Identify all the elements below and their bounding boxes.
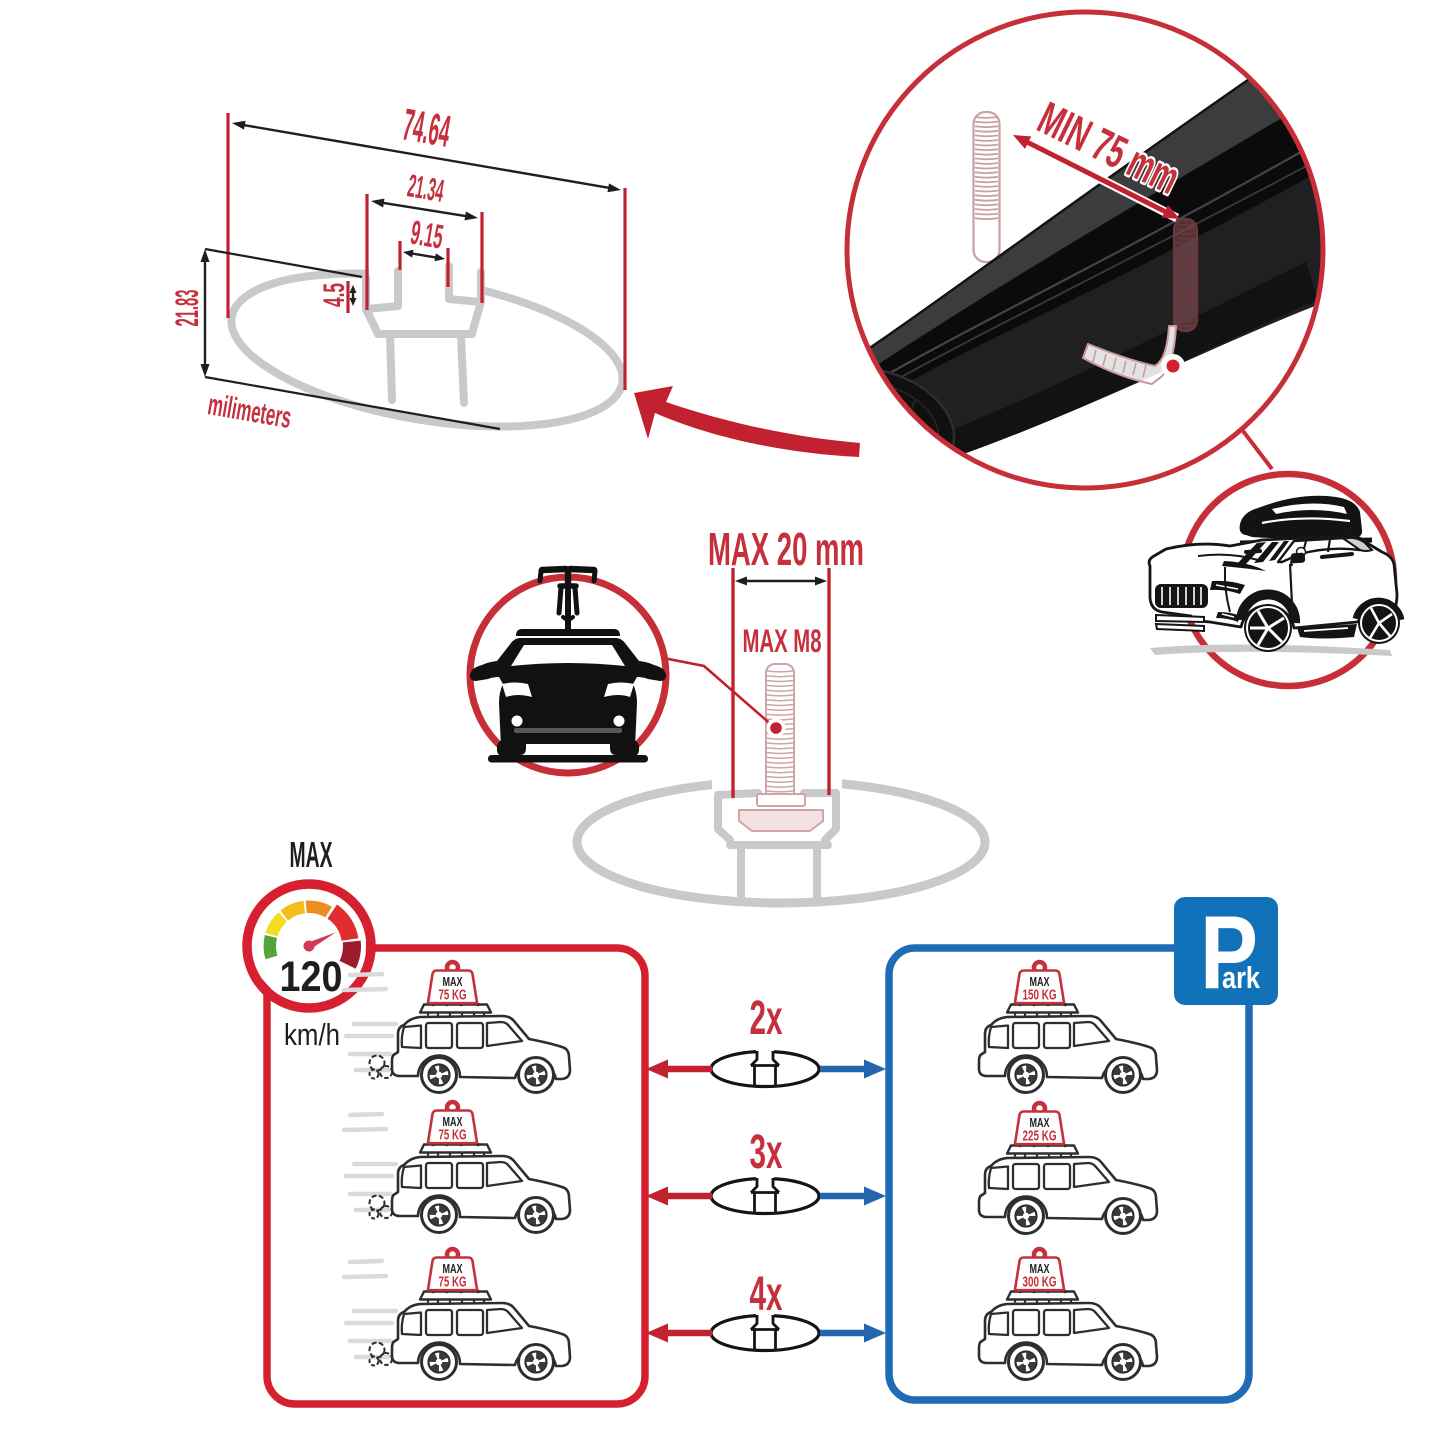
svg-text:km/h: km/h <box>284 1017 340 1052</box>
svg-text:9.15: 9.15 <box>408 214 446 257</box>
svg-text:4.5: 4.5 <box>318 283 351 307</box>
svg-text:21.83: 21.83 <box>169 290 205 327</box>
svg-text:75 KG: 75 KG <box>439 988 467 1004</box>
svg-text:MAX: MAX <box>443 974 463 989</box>
svg-text:MAX: MAX <box>1030 1261 1050 1276</box>
svg-text:MAX 20 mm: MAX 20 mm <box>708 523 864 575</box>
svg-text:MAX: MAX <box>290 834 333 875</box>
svg-text:MAX: MAX <box>443 1261 463 1276</box>
svg-text:120: 120 <box>280 953 343 1001</box>
svg-text:P: P <box>1200 895 1258 1011</box>
svg-text:21.34: 21.34 <box>405 167 447 209</box>
svg-text:300 KG: 300 KG <box>1023 1275 1057 1291</box>
svg-text:3x: 3x <box>750 1126 783 1179</box>
svg-text:ark: ark <box>1222 960 1261 995</box>
svg-text:150 KG: 150 KG <box>1023 988 1057 1004</box>
svg-text:74.64: 74.64 <box>399 99 454 157</box>
svg-text:MAX: MAX <box>1030 974 1050 989</box>
svg-text:MAX M8: MAX M8 <box>743 623 822 659</box>
svg-text:MAX: MAX <box>443 1114 463 1129</box>
svg-text:2x: 2x <box>750 992 783 1045</box>
svg-text:75 KG: 75 KG <box>439 1128 467 1144</box>
svg-text:75 KG: 75 KG <box>439 1275 467 1291</box>
svg-text:225 KG: 225 KG <box>1023 1129 1057 1145</box>
svg-text:MAX: MAX <box>1030 1115 1050 1130</box>
